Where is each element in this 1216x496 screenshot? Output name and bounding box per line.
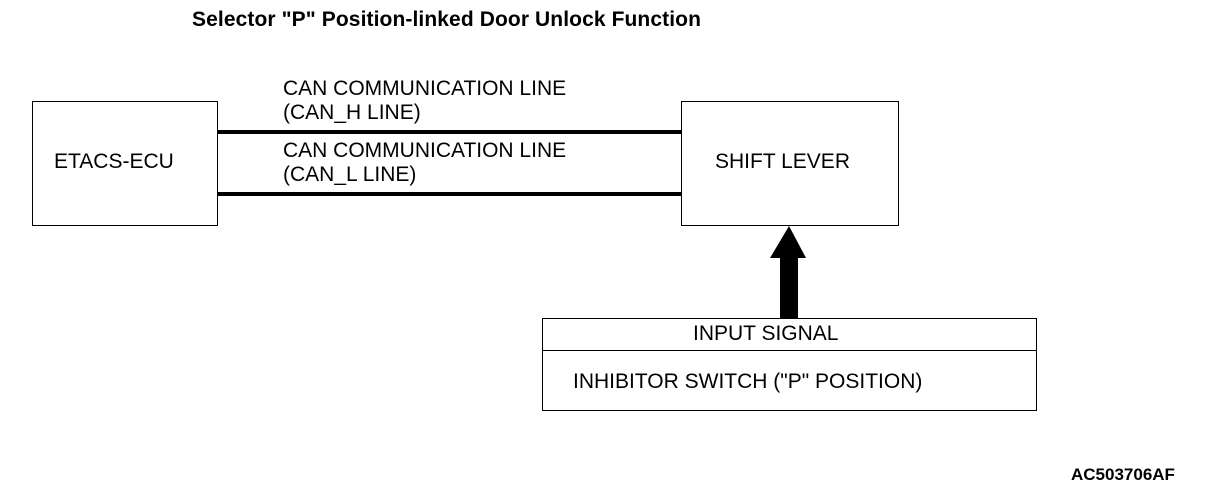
can-l-line-label-2: (CAN_L LINE) <box>283 163 417 186</box>
can-h-line-label-2: (CAN_H LINE) <box>283 101 421 124</box>
can-h-line-label: CAN COMMUNICATION LINE (CAN_H LINE) <box>283 77 566 125</box>
etacs-ecu-label: ETACS-ECU <box>54 150 174 173</box>
shift-lever-label: SHIFT LEVER <box>715 150 850 173</box>
input-signal-arrow-icon <box>770 226 806 320</box>
can-l-line-label-1: CAN COMMUNICATION LINE <box>283 139 567 162</box>
shift-lever-box <box>681 101 899 226</box>
input-signal-header: INPUT SIGNAL <box>693 322 839 345</box>
can-l-wire <box>218 192 681 196</box>
figure-id: AC503706AF <box>1071 465 1175 484</box>
input-signal-divider <box>542 350 1037 351</box>
can-l-line-label: CAN COMMUNICATION LINE (CAN_L LINE) <box>283 139 566 187</box>
input-signal-source: INHIBITOR SWITCH ("P" POSITION) <box>573 370 923 393</box>
etacs-ecu-box <box>32 101 218 226</box>
can-h-line-label-1: CAN COMMUNICATION LINE <box>283 77 567 100</box>
can-h-wire <box>218 130 681 134</box>
input-signal-box <box>542 318 1037 411</box>
diagram-title: Selector "P" Position-linked Door Unlock… <box>192 8 702 31</box>
